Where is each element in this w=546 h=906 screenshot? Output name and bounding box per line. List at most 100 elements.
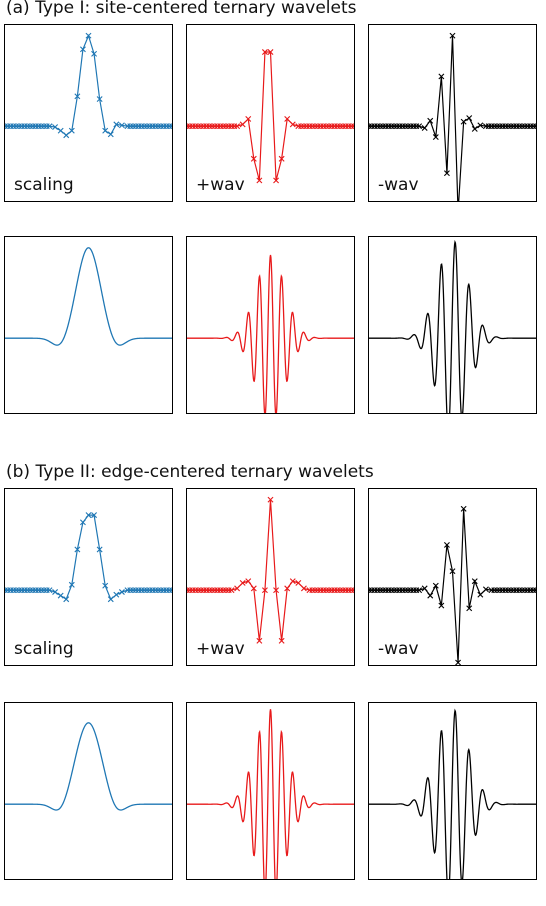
data-point — [85, 32, 92, 39]
series-line — [187, 51, 354, 181]
series-curve — [187, 254, 354, 413]
data-point — [421, 585, 428, 592]
panel-label: scaling — [14, 175, 74, 195]
data-point — [63, 596, 70, 603]
data-point — [74, 93, 81, 100]
data-point — [118, 589, 125, 595]
data-point — [449, 32, 456, 39]
data-point — [455, 659, 462, 665]
data-point — [273, 587, 280, 594]
panel-label: -wav — [378, 175, 419, 195]
plot-svg — [187, 709, 354, 879]
series-curve — [5, 722, 172, 811]
data-point — [471, 578, 478, 585]
data-point — [234, 585, 241, 592]
data-point — [284, 585, 291, 592]
data-point — [278, 155, 285, 162]
data-point — [267, 496, 274, 503]
data-point — [351, 123, 354, 130]
panel-s1-discrete-1: +wav — [186, 488, 355, 666]
data-point — [421, 125, 428, 131]
panel-label: scaling — [14, 639, 74, 659]
data-point — [477, 591, 484, 598]
data-point — [256, 177, 263, 184]
data-point — [68, 127, 75, 134]
data-point — [482, 586, 489, 593]
data-point — [169, 123, 172, 130]
panel-s1-discrete-2: -wav — [368, 488, 537, 666]
panel-s1-continuous-1 — [186, 702, 355, 880]
data-point — [46, 587, 53, 594]
data-point — [443, 170, 450, 177]
series-curve — [369, 708, 536, 879]
data-point — [466, 115, 473, 122]
data-point — [438, 602, 445, 609]
panel-label: -wav — [378, 639, 419, 659]
data-point — [256, 637, 263, 644]
data-point — [228, 587, 235, 594]
panel-s0-continuous-0 — [4, 236, 173, 414]
data-point — [261, 49, 268, 55]
plot-svg — [5, 247, 172, 346]
section-title-a: (a) Type I: site-centered ternary wavele… — [6, 0, 357, 18]
data-point — [239, 121, 246, 128]
data-point — [234, 123, 241, 130]
data-point — [250, 585, 257, 592]
data-point — [85, 512, 92, 519]
data-point — [74, 546, 81, 553]
data-point — [118, 122, 125, 129]
plot-svg — [187, 49, 354, 184]
data-point — [91, 512, 98, 519]
data-point — [289, 121, 296, 128]
data-point — [102, 127, 109, 134]
data-point — [416, 587, 423, 594]
plot-svg — [187, 496, 354, 644]
series-curve — [369, 239, 536, 413]
data-point — [533, 123, 536, 130]
data-point — [466, 605, 473, 612]
panel-s1-continuous-2 — [368, 702, 537, 880]
data-point — [250, 155, 257, 162]
data-point — [239, 580, 246, 586]
series-line — [5, 514, 172, 601]
data-point — [460, 505, 467, 512]
plot-svg — [369, 32, 536, 201]
data-point — [438, 73, 445, 80]
data-point — [79, 519, 86, 526]
data-point — [245, 578, 252, 585]
panel-label: +wav — [196, 175, 245, 195]
data-point — [96, 546, 103, 553]
panel-s0-discrete-1: +wav — [186, 24, 355, 202]
data-point — [449, 568, 456, 575]
data-point — [284, 116, 291, 122]
data-point — [471, 125, 478, 132]
panel-s1-continuous-0 — [4, 702, 173, 880]
plot-svg — [369, 708, 536, 879]
data-point — [91, 50, 98, 57]
series-line — [5, 33, 172, 136]
panel-s0-continuous-1 — [186, 236, 355, 414]
data-point — [432, 582, 439, 589]
data-point — [533, 587, 536, 594]
data-point — [68, 581, 75, 588]
plot-svg — [369, 239, 536, 413]
plot-svg — [5, 32, 172, 139]
data-point — [96, 96, 103, 103]
series-curve — [5, 247, 172, 346]
data-point — [443, 542, 450, 548]
data-point — [113, 591, 120, 598]
data-point — [46, 123, 53, 130]
data-point — [52, 124, 59, 131]
data-point — [427, 592, 434, 599]
section-title-b: (b) Type II: edge-centered ternary wavel… — [6, 462, 374, 482]
data-point — [107, 596, 114, 603]
data-point — [267, 49, 274, 55]
series-curve — [187, 709, 354, 879]
data-point — [245, 116, 252, 122]
plot-svg — [5, 722, 172, 811]
panel-label: +wav — [196, 639, 245, 659]
panel-s0-continuous-2 — [368, 236, 537, 414]
data-point — [427, 117, 434, 124]
data-point — [57, 127, 64, 134]
data-point — [79, 46, 86, 53]
